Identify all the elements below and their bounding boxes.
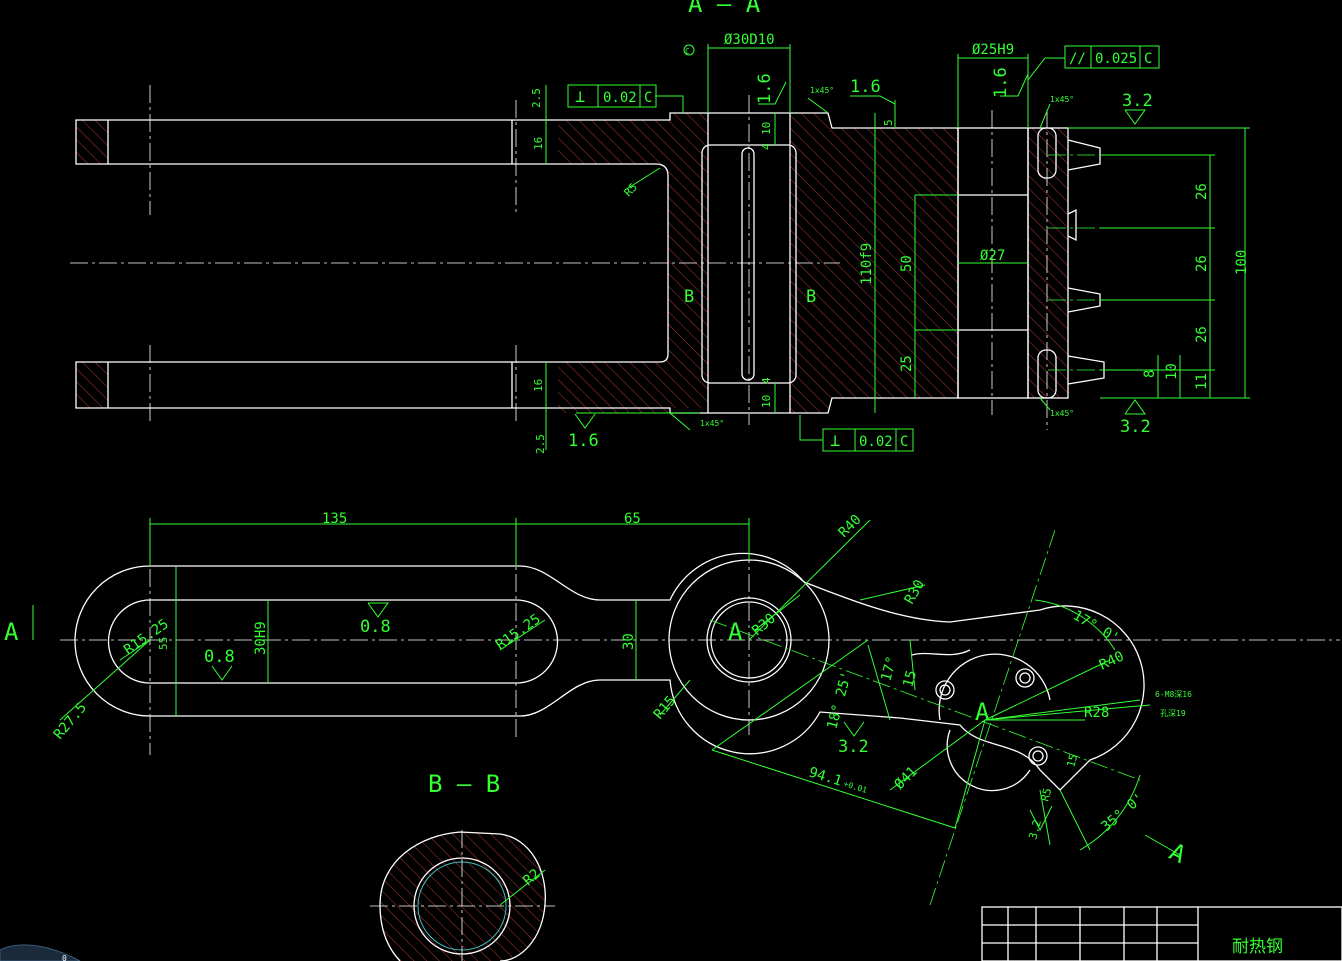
svg-text:R5: R5 bbox=[622, 181, 641, 200]
svg-text:0.02: 0.02 bbox=[603, 90, 637, 106]
svg-text:11: 11 bbox=[1194, 373, 1210, 390]
section-aa-title: A — A bbox=[688, 0, 761, 18]
svg-text:30: 30 bbox=[621, 633, 637, 650]
tolerance-frame-parallel: // 0.025 C bbox=[1064, 45, 1160, 69]
svg-text:4: 4 bbox=[760, 377, 773, 384]
corner-widget[interactable]: 0 bbox=[0, 944, 81, 961]
svg-text:16: 16 bbox=[532, 379, 545, 392]
front-view: 135 65 0.8 0.8 3.2 A A A A 55 30H9 30 R1… bbox=[4, 511, 1340, 906]
svg-text:26: 26 bbox=[1194, 183, 1210, 200]
svg-text:B: B bbox=[684, 287, 694, 307]
svg-text:1.6: 1.6 bbox=[991, 67, 1011, 98]
svg-text:17°: 17° bbox=[878, 654, 900, 683]
aa-dimension-text: Ø30D10 Ø25H9 Ø27 B B 1x45° 1x45° 1x45° 1… bbox=[530, 32, 1250, 454]
title-block: 耐热钢 bbox=[981, 906, 1342, 961]
svg-text:B: B bbox=[806, 287, 816, 307]
svg-text:15: 15 bbox=[900, 669, 920, 689]
svg-text:3.2: 3.2 bbox=[1026, 818, 1044, 841]
svg-text:26: 26 bbox=[1194, 326, 1210, 343]
tolerance-frame-perp-bottom: ⊥ 0.02 C bbox=[822, 428, 914, 452]
svg-text:30H9: 30H9 bbox=[253, 621, 269, 655]
svg-text:110f9: 110f9 bbox=[859, 243, 875, 285]
section-bb-title: B — B bbox=[428, 770, 500, 798]
svg-text:35° 0': 35° 0' bbox=[1098, 790, 1147, 835]
svg-text:0: 0 bbox=[62, 954, 67, 961]
svg-text:A: A bbox=[4, 618, 19, 646]
svg-text:17° 0': 17° 0' bbox=[1070, 608, 1122, 647]
svg-text:R30: R30 bbox=[902, 577, 929, 607]
svg-text:A: A bbox=[728, 618, 743, 646]
aa-roughness-symbols bbox=[574, 73, 1146, 429]
aa-dimensions bbox=[545, 44, 1250, 450]
svg-text:Ø41: Ø41 bbox=[892, 764, 921, 793]
svg-text:1.6: 1.6 bbox=[850, 77, 881, 97]
svg-text:65: 65 bbox=[624, 511, 641, 527]
svg-text:A: A bbox=[975, 698, 990, 726]
tolerance-frame-perp-top: ⊥ 0.02 C bbox=[567, 84, 657, 108]
svg-text:0.8: 0.8 bbox=[204, 647, 235, 667]
svg-text:R28: R28 bbox=[1084, 705, 1109, 721]
svg-text:A: A bbox=[1165, 838, 1190, 870]
svg-text:2.5: 2.5 bbox=[530, 88, 543, 108]
material-label: 耐热钢 bbox=[1232, 937, 1283, 957]
svg-text:50: 50 bbox=[899, 255, 915, 272]
svg-text:R40: R40 bbox=[836, 512, 865, 541]
svg-text:⊥: ⊥ bbox=[830, 431, 840, 451]
svg-text:135: 135 bbox=[322, 511, 347, 527]
svg-text:8: 8 bbox=[1142, 370, 1158, 378]
svg-text:孔深19: 孔深19 bbox=[1160, 709, 1186, 718]
svg-text:1x45°: 1x45° bbox=[810, 86, 834, 95]
svg-text:18° 25': 18° 25' bbox=[824, 670, 855, 731]
svg-text:1.6: 1.6 bbox=[568, 431, 599, 451]
section-bb-view: B — B R2 bbox=[370, 770, 555, 961]
svg-text:C: C bbox=[900, 434, 908, 450]
svg-text:0.025: 0.025 bbox=[1095, 51, 1137, 67]
svg-text:2.5: 2.5 bbox=[534, 434, 547, 454]
section-aa-view: A — A bbox=[70, 0, 1250, 454]
svg-text:4: 4 bbox=[760, 143, 773, 150]
svg-text:⊥: ⊥ bbox=[575, 87, 585, 107]
svg-text:1x45°: 1x45° bbox=[1050, 409, 1074, 418]
datum-c-symbol: C bbox=[685, 47, 690, 56]
svg-text:R40: R40 bbox=[1097, 648, 1127, 673]
svg-text:Ø25H9: Ø25H9 bbox=[972, 42, 1014, 58]
svg-text:C: C bbox=[644, 90, 652, 106]
svg-text:55: 55 bbox=[157, 637, 170, 650]
front-outline bbox=[74, 552, 1145, 792]
svg-text:Ø27: Ø27 bbox=[980, 248, 1005, 264]
svg-text:5: 5 bbox=[882, 119, 895, 126]
svg-text:Ø30D10: Ø30D10 bbox=[724, 32, 775, 48]
svg-text:0.8: 0.8 bbox=[360, 617, 391, 637]
svg-text:3.2: 3.2 bbox=[838, 737, 869, 757]
front-dimension-text: 135 65 0.8 0.8 3.2 A A A A 55 30H9 30 R1… bbox=[4, 511, 1192, 869]
svg-text:R15.25: R15.25 bbox=[493, 611, 544, 653]
svg-text:26: 26 bbox=[1194, 255, 1210, 272]
svg-text:10: 10 bbox=[1164, 363, 1180, 380]
front-dimension-lines bbox=[32, 518, 1181, 856]
svg-text:1x45°: 1x45° bbox=[1050, 95, 1074, 104]
svg-text:100: 100 bbox=[1234, 250, 1250, 275]
svg-text:0.02: 0.02 bbox=[859, 434, 893, 450]
aa-hatched-regions bbox=[76, 113, 1068, 413]
svg-text:1x45°: 1x45° bbox=[700, 419, 724, 428]
svg-text:25: 25 bbox=[899, 355, 915, 372]
svg-text:10: 10 bbox=[760, 395, 773, 408]
svg-text:15: 15 bbox=[1064, 753, 1080, 769]
svg-text:3.2: 3.2 bbox=[1120, 417, 1151, 437]
svg-text://: // bbox=[1069, 51, 1086, 67]
svg-text:16: 16 bbox=[532, 137, 545, 150]
svg-text:R5: R5 bbox=[1038, 787, 1054, 803]
svg-text:C: C bbox=[1144, 51, 1152, 67]
svg-text:R27.5: R27.5 bbox=[51, 700, 90, 743]
svg-text:3.2: 3.2 bbox=[1122, 91, 1153, 111]
svg-text:10: 10 bbox=[760, 122, 773, 135]
svg-text:1.6: 1.6 bbox=[755, 73, 775, 104]
svg-text:6-M8深16: 6-M8深16 bbox=[1155, 690, 1192, 699]
